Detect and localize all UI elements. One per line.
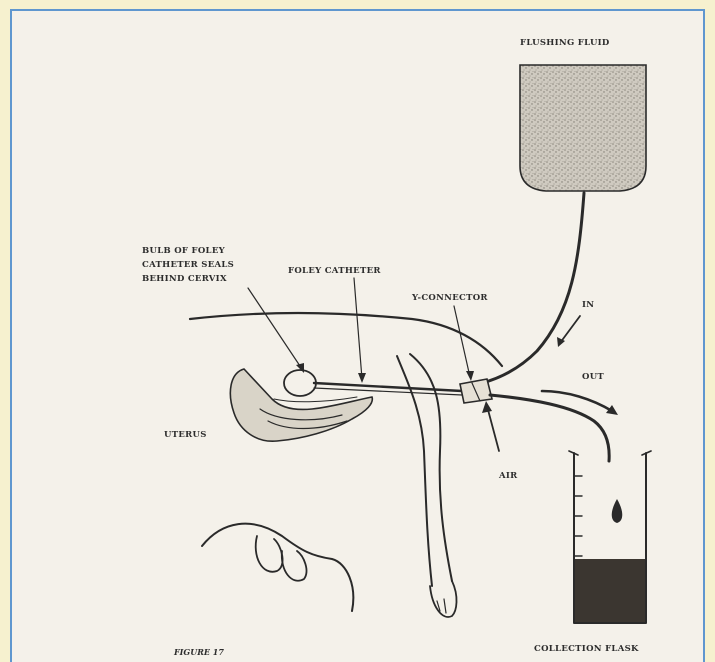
outflow-tube [490, 395, 609, 461]
label-uterus: UTERUS [164, 430, 207, 440]
label-collection-flask: COLLECTION FLASK [534, 644, 639, 654]
air-arrow [487, 406, 499, 451]
label-in: IN [582, 300, 594, 310]
label-foley-catheter: FOLEY CATHETER [288, 266, 381, 276]
inflow-tube [482, 193, 584, 383]
label-air: AIR [498, 471, 518, 481]
label-bulb-line2: CATHETER SEALS [142, 260, 234, 270]
cow-leg-front [397, 356, 432, 586]
udder [202, 524, 353, 611]
y-connector [460, 379, 492, 403]
leader-bulb [248, 288, 302, 369]
out-arrow [542, 391, 612, 411]
flushing-fluid-bag [520, 65, 646, 191]
drop [612, 499, 623, 523]
foley-catheter-line [314, 383, 462, 391]
label-y-connector: Y-CONNECTOR [411, 293, 488, 303]
collection-flask [569, 451, 651, 623]
leader-connector [454, 306, 470, 377]
diagram-panel: FLUSHING FLUID BULB OF FOLEY CATHETER SE… [10, 9, 705, 662]
label-bulb-line3: BEHIND CERVIX [142, 274, 227, 284]
back-outline [190, 313, 502, 366]
hoof [430, 581, 457, 617]
foley-bulb [284, 370, 316, 396]
leader-catheter [354, 278, 362, 379]
label-out: OUT [582, 372, 604, 382]
figure-caption: FIGURE 17 [173, 647, 224, 657]
flushing-diagram: FLUSHING FLUID BULB OF FOLEY CATHETER SE… [12, 11, 705, 662]
in-arrow [560, 316, 580, 343]
label-bulb-line1: BULB OF FOLEY [142, 246, 226, 256]
label-flushing-fluid: FLUSHING FLUID [520, 38, 610, 48]
